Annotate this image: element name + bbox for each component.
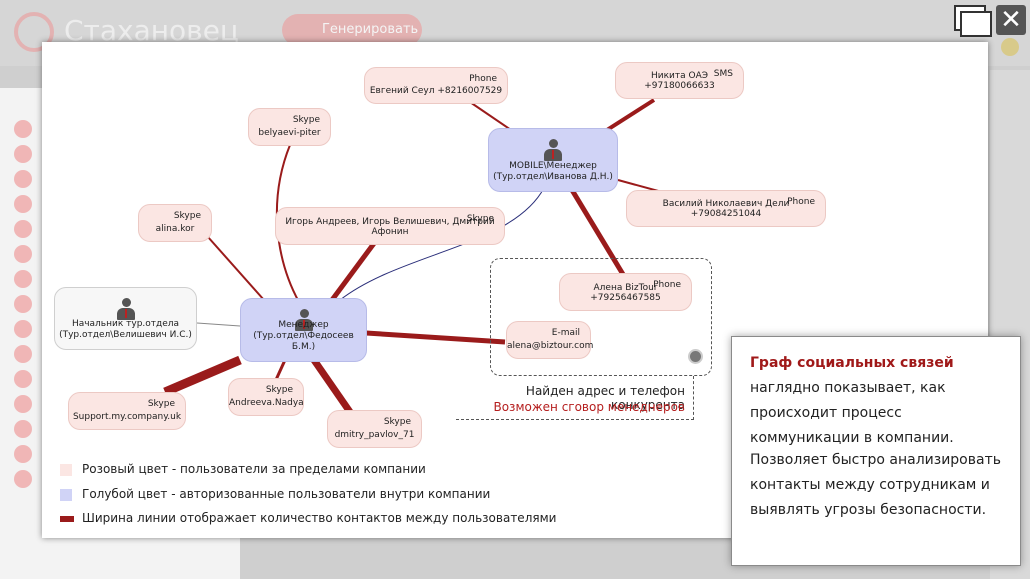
node-type: Skype: [466, 214, 494, 224]
person-icon: [544, 139, 562, 161]
line-swatch: [60, 515, 74, 522]
node-type: Skype: [147, 399, 175, 409]
generate-button[interactable]: Генерировать: [282, 14, 422, 46]
user-node-mobile-manager[interactable]: MOBILE\Менеджер (Тур.отдел\Иванова Д.Н.): [488, 128, 618, 192]
node-label: Менеджер (Тур.отдел\Федосеев Б.М.): [253, 320, 354, 352]
contact-node[interactable]: SMS Никита ОАЭ +97180066633: [615, 62, 744, 99]
node-value: Andreeva.Nadya: [229, 398, 304, 408]
user-node-chief[interactable]: Начальник тур.отдела (Тур.отдел\Велишеви…: [54, 287, 197, 350]
node-value: alena@biztour.com: [507, 341, 594, 351]
node-value: Никита ОАЭ +97180066633: [644, 71, 715, 91]
contact-node[interactable]: Skype alina.kor: [138, 204, 212, 242]
node-type: SMS: [713, 69, 733, 79]
legend-item-blue: Голубой цвет - авторизованные пользовате…: [60, 487, 490, 501]
legend-label: Голубой цвет - авторизованные пользовате…: [82, 487, 491, 501]
user-icon: [14, 170, 32, 188]
info-highlight: Граф социальных связей: [750, 355, 954, 371]
node-type: Phone: [469, 74, 497, 84]
edge-manager-support: [163, 355, 242, 397]
edge-manager-mobile: [339, 187, 545, 301]
legend-label: Розовый цвет - пользователи за пределами…: [82, 462, 426, 476]
node-type: Phone: [787, 197, 815, 207]
legend-item-pink: Розовый цвет - пользователи за пределами…: [60, 462, 426, 476]
legend-item-line: Ширина линии отображает количество конта…: [60, 511, 556, 525]
edge-mobile-alena-phone: [569, 188, 627, 278]
home-icon: [14, 295, 32, 313]
home-icon: [14, 320, 32, 338]
contact-node[interactable]: Phone Василий Николаевич Дели +790842510…: [626, 190, 826, 227]
close-button[interactable]: ✕: [996, 5, 1026, 35]
restore-window-icon[interactable]: [954, 5, 992, 37]
home-icon: [14, 245, 32, 263]
finding-text: Найден адрес и телефон конкурента: [525, 384, 685, 412]
finding-warning: Возможен сговор менеднеров: [493, 400, 685, 414]
home-icon: [14, 370, 32, 388]
home-icon: [14, 220, 32, 238]
edge-chief-manager: [196, 322, 241, 327]
gear-icon: [688, 349, 703, 364]
info-text: наглядно показывает, как происходит проц…: [750, 380, 954, 446]
node-value: belyaevi-piter: [258, 128, 321, 138]
node-type: Skype: [383, 417, 411, 427]
contact-node[interactable]: E-mail alena@biztour.com: [506, 321, 594, 359]
node-type: Skype: [265, 385, 293, 395]
contact-node[interactable]: Skype belyaevi-piter: [248, 108, 331, 146]
graph-edges: [163, 98, 663, 414]
person-icon: [116, 298, 135, 320]
home-icon: [14, 145, 32, 163]
person-icon: [294, 309, 313, 331]
home-icon: [14, 420, 32, 438]
home-icon: [14, 120, 32, 138]
node-type: Phone: [653, 280, 681, 290]
node-label: Начальник тур.отдела (Тур.отдел\Велишеви…: [59, 319, 192, 340]
edge-manager-email: [365, 330, 506, 345]
node-type: Skype: [173, 211, 201, 221]
edge-group-manager: [329, 240, 378, 302]
node-value: Василий Николаевич Дели +79084251044: [662, 199, 790, 219]
home-icon: [14, 445, 32, 463]
contact-node[interactable]: Skype Игорь Андреев, Игорь Велишевич, Дм…: [275, 207, 505, 245]
app-logo-icon: [14, 12, 54, 52]
edge-alina-manager: [207, 236, 265, 301]
contact-node[interactable]: Phone Евгений Сеул +8216007529: [364, 67, 508, 104]
edge-nikita-mobile: [605, 98, 656, 132]
edge-manager-pavlov: [311, 358, 353, 414]
pink-swatch: [60, 463, 72, 476]
contact-node[interactable]: Skype Andreeva.Nadya: [228, 378, 304, 416]
node-type: E-mail: [551, 328, 580, 338]
node-value: Евгений Сеул +8216007529: [369, 86, 503, 96]
blue-swatch: [60, 488, 72, 501]
node-value: dmitry_pavlov_71: [334, 430, 415, 440]
app-title: Стахановец: [64, 14, 239, 47]
node-type: Skype: [292, 115, 320, 125]
home-icon: [14, 345, 32, 363]
contact-node[interactable]: Skype Support.my.company.uk: [68, 392, 186, 430]
finding-highlight-box: [490, 258, 712, 376]
contact-node[interactable]: Skype dmitry_pavlov_71: [327, 410, 422, 448]
home-icon: [14, 270, 32, 288]
node-label: MOBILE\Менеджер (Тур.отдел\Иванова Д.Н.): [493, 161, 613, 182]
home-icon: [14, 195, 32, 213]
user-node-manager[interactable]: Менеджер (Тур.отдел\Федосеев Б.М.): [240, 298, 367, 362]
contact-node[interactable]: Phone Алена BizTour +79256467585: [559, 273, 692, 311]
info-paragraph-1: Граф социальных связей наглядно показыва…: [750, 351, 1012, 451]
social-graph-panel: Phone Евгений Сеул +8216007529 SMS Никит…: [42, 42, 988, 538]
node-value: Support.my.company.uk: [72, 412, 182, 422]
finding-connector: [456, 376, 694, 420]
home-icon: [14, 395, 32, 413]
info-callout: Граф социальных связей наглядно показыва…: [731, 336, 1021, 566]
node-value: Игорь Андреев, Игорь Велишевич, Дмитрий …: [285, 217, 495, 237]
node-value: Алена BizTour +79256467585: [590, 283, 661, 303]
info-paragraph-2: Позволяет быстро анализировать контакты …: [750, 452, 1001, 518]
help-icon[interactable]: [1001, 38, 1019, 56]
home-icon: [14, 470, 32, 488]
edge-seul-mobile: [466, 99, 515, 133]
legend-label: Ширина линии отображает количество конта…: [82, 511, 557, 525]
node-value: alina.kor: [155, 224, 195, 234]
